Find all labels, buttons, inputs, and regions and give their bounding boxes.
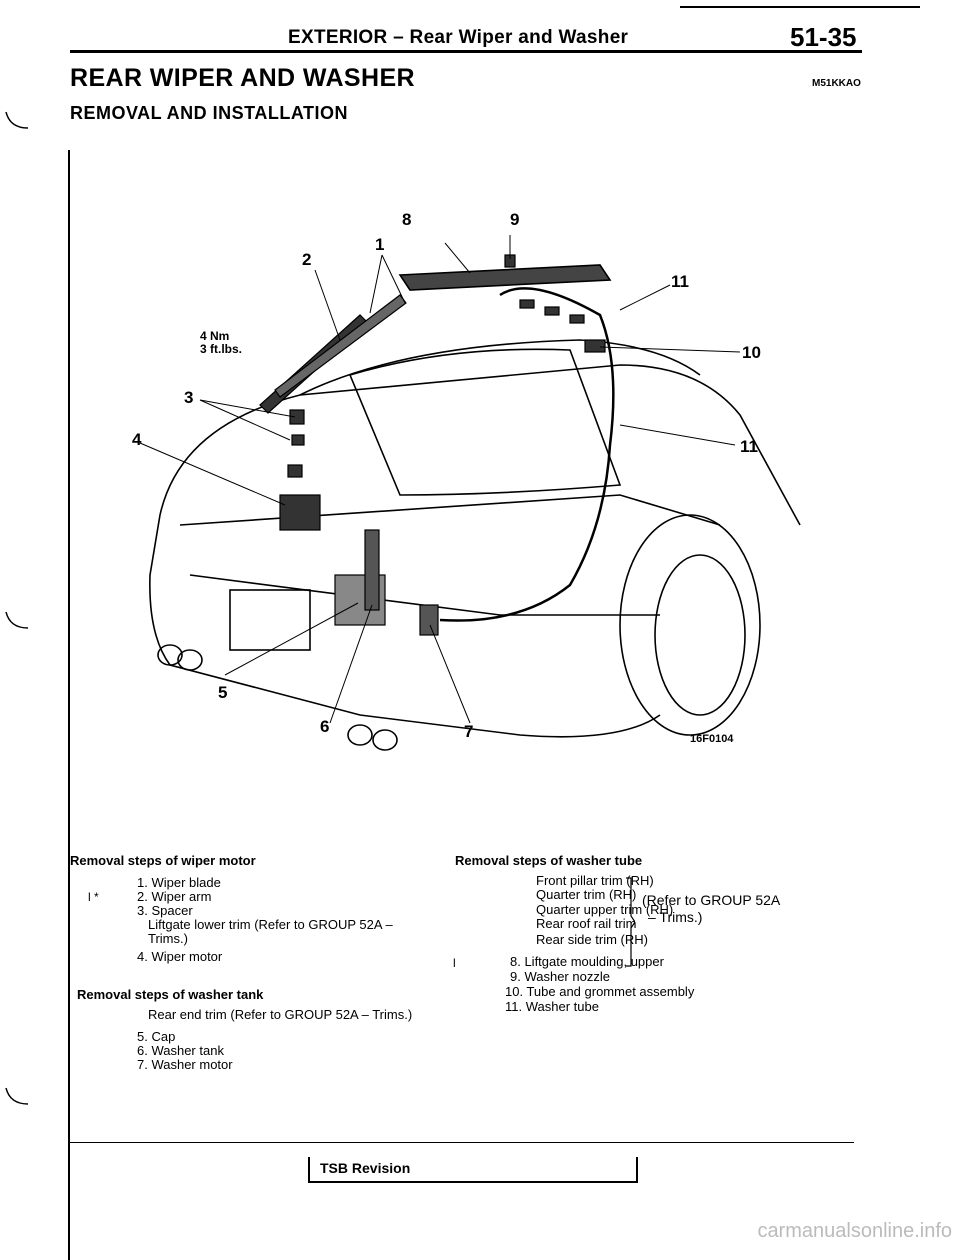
list-item: 1. Wiper blade xyxy=(137,875,221,890)
page-header-title: EXTERIOR – Rear Wiper and Washer xyxy=(288,27,629,48)
list-item: 10. Tube and grommet assembly xyxy=(505,984,695,999)
list-item: 7. Washer motor xyxy=(137,1057,233,1072)
callout-10: 10 xyxy=(742,343,761,362)
rear-wiper-washer-illustration xyxy=(139,235,801,751)
tsb-revision-box: TSB Revision xyxy=(308,1157,638,1183)
list-item: 8. Liftgate moulding, upper xyxy=(510,954,664,969)
trim-item: Front pillar trim (RH) xyxy=(536,873,654,888)
washer-tube-heading: Removal steps of washer tube xyxy=(455,853,643,868)
list-item: 2. Wiper arm xyxy=(137,889,212,904)
trim-item: Quarter upper trim (RH) xyxy=(536,902,674,917)
left-margin-line xyxy=(68,150,70,1260)
footer-rule xyxy=(70,1142,854,1143)
trim-item: Quarter trim (RH) xyxy=(536,887,637,902)
list-item: Trims.) xyxy=(148,931,188,946)
header-top-line xyxy=(680,6,920,8)
trims-refer-line2: – Trims.) xyxy=(648,909,703,925)
list-item: 5. Cap xyxy=(137,1029,176,1044)
list-item: 11. Washer tube xyxy=(505,999,599,1014)
torque-nm: 4 Nm xyxy=(200,329,230,343)
wiper-motor-heading: Removal steps of wiper motor xyxy=(70,853,256,868)
list-item: 6. Washer tank xyxy=(137,1043,224,1058)
list-item: 4. Wiper motor xyxy=(137,949,223,964)
page-number: 51-35 xyxy=(790,22,857,52)
callout-3: 3 xyxy=(184,388,194,407)
callout-7: 7 xyxy=(464,722,474,741)
figure-code: 16F0104 xyxy=(690,733,734,745)
section-code: M51KKAO xyxy=(812,78,861,89)
callout-2: 2 xyxy=(302,250,312,269)
torque-ftlbs: 3 ft.lbs. xyxy=(200,342,243,356)
binding-hooks xyxy=(5,111,29,1105)
section-title: REAR WIPER AND WASHER xyxy=(70,64,415,92)
callout-4: 4 xyxy=(132,430,142,449)
header-rule xyxy=(70,50,862,53)
trims-brace xyxy=(626,877,635,967)
trim-item: Rear roof rail trim xyxy=(536,916,637,931)
callout-9: 9 xyxy=(510,210,520,229)
callout-8: 8 xyxy=(402,210,412,229)
washer-tank-pre-step: Rear end trim (Refer to GROUP 52A – Trim… xyxy=(148,1007,413,1022)
callout-5: 5 xyxy=(218,683,228,702)
list-item: 9. Washer nozzle xyxy=(510,969,610,984)
callout-11-bottom: 11 xyxy=(740,437,758,456)
washer-tank-heading: Removal steps of washer tank xyxy=(77,987,264,1002)
trims-refer-line1: (Refer to GROUP 52A xyxy=(642,892,781,908)
watermark: carmanualsonline.info xyxy=(757,1220,952,1242)
list-item: 3. Spacer xyxy=(137,903,193,918)
wiper-arm-mark: l * xyxy=(88,890,99,904)
moulding-mark: l xyxy=(453,956,456,970)
section-subtitle: REMOVAL AND INSTALLATION xyxy=(70,103,348,123)
list-item: Liftgate lower trim (Refer to GROUP 52A … xyxy=(148,917,393,932)
callout-6: 6 xyxy=(320,717,330,736)
callout-1: 1 xyxy=(375,235,385,254)
trim-item: Rear side trim (RH) xyxy=(536,932,648,947)
callout-11-top: 11 xyxy=(671,272,689,291)
